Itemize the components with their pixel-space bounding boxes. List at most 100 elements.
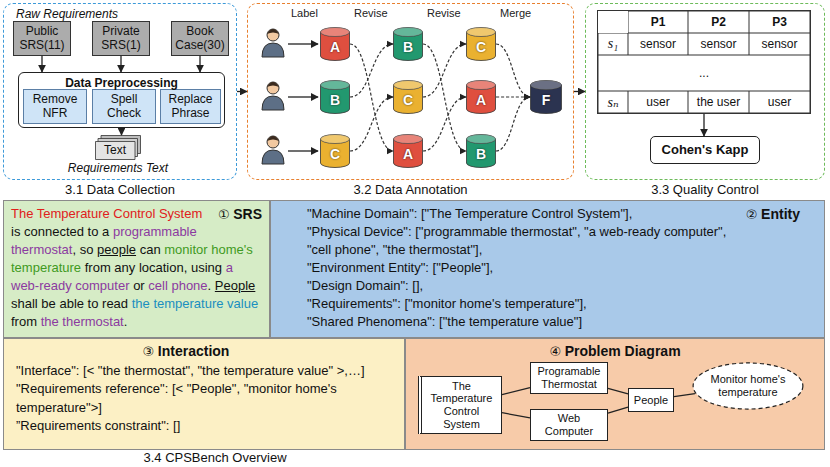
annotator-icon (262, 82, 284, 110)
annotator-hair (267, 136, 279, 141)
node-text: from any location, using (85, 260, 222, 275)
cylinder-highlight (467, 81, 496, 90)
panel-heading: ② Entity (746, 205, 800, 224)
node-text: or (133, 278, 145, 293)
node-text: . (208, 278, 212, 293)
connector (199, 56, 200, 72)
machine-domain-box: The Temperature Control System (418, 376, 502, 434)
node-text: Interaction (158, 343, 230, 359)
node-text: SRS (233, 206, 262, 222)
node-text: People (632, 394, 670, 407)
annotator-body (262, 43, 284, 57)
cylinder-highlight (394, 135, 423, 144)
source-box: Book Case(30) (171, 21, 229, 56)
connector (423, 44, 466, 97)
node-text: C (320, 147, 350, 162)
panel-heading: ④ Problem Diagram (414, 342, 816, 362)
panel-heading: ① SRS (218, 205, 262, 224)
cylinder-top (321, 81, 350, 90)
node-text: A (466, 93, 496, 108)
node-text: Monitor home's temperature (706, 373, 790, 398)
node-text: ③ (143, 344, 155, 359)
step-label: Revise (354, 7, 388, 19)
node-text: "Requirements": ["monitor home's tempera… (307, 295, 814, 313)
annotator-icon (262, 136, 284, 164)
document-page (96, 142, 136, 160)
node-text: The Temperature Control System (11, 206, 202, 221)
connector (350, 97, 393, 151)
step-label: Revise (427, 7, 461, 19)
connector (237, 91, 247, 92)
source-box: Private SRS(1) (92, 21, 150, 56)
node-text: Requirements Text (55, 162, 181, 176)
connector (350, 44, 393, 97)
node-text: Spell Check (96, 93, 152, 121)
annotator-icon (262, 29, 284, 57)
node-text: B (393, 40, 423, 55)
step-box: Remove NFR (23, 89, 87, 124)
connector (121, 128, 122, 135)
dataset-cylinder: B (466, 134, 496, 168)
node-text: ”Requirements constraint": [] (16, 417, 396, 436)
node-text: Programable Thermostat (534, 365, 604, 390)
connector (496, 96, 530, 97)
connector (496, 97, 530, 151)
node-text: "Interface": [< "the thermostat", "the t… (16, 362, 396, 381)
node-text: "Environment Entity": ["People"], (307, 259, 814, 277)
node-text: . (124, 314, 128, 329)
connector (350, 44, 393, 151)
dataset-cylinder: B (393, 27, 423, 61)
node-text: shall be able to read (11, 296, 128, 311)
node-text: "Shared Phenomena": ["the temperature va… (307, 313, 814, 331)
annotator-head (267, 136, 279, 148)
node-text: P1 (628, 11, 688, 33)
node-text: ... (598, 55, 810, 91)
cylinder-highlight (394, 28, 423, 37)
node-text: Remove NFR (27, 93, 83, 121)
node-text: user (749, 91, 810, 113)
annotator-body (262, 150, 284, 164)
label-arrow (288, 43, 318, 44)
connector (41, 56, 42, 72)
node-text: people (97, 242, 136, 257)
domain-box: Web Computer (530, 409, 608, 441)
stage-panel: 3.3 Quality ControlP1P2P3s₁sensorsensors… (585, 3, 825, 180)
node-text: sₙ (598, 91, 628, 113)
dataset-cylinder: A (393, 134, 423, 168)
node-text: A (393, 147, 423, 162)
step-box: Replace Phrase (160, 89, 221, 124)
connector (423, 97, 466, 151)
node-text: Replace Phrase (164, 93, 217, 121)
node-text: "Physical Device": ["programmable thermo… (307, 223, 814, 259)
node-text: ④ (549, 344, 561, 359)
connector (496, 44, 530, 97)
node-text: can (140, 242, 161, 257)
node-text: "Requirements reference": [< "People", "… (16, 380, 396, 417)
cylinder-highlight (321, 28, 350, 37)
source-box: Public SRS(11) (13, 21, 71, 56)
stage-panel: Raw Requirements3.1 Data CollectionPubli… (3, 3, 237, 180)
node-text: B (466, 147, 496, 162)
cylinder-top (394, 28, 423, 37)
process-box: Data PreprocessingRemove NFRSpell CheckR… (18, 72, 225, 128)
node-text: is connected to a (11, 224, 109, 239)
dataset-cylinder: F (530, 80, 562, 114)
node-text: Web Computer (534, 412, 604, 437)
annotator-hair (267, 29, 279, 34)
node-text: sensor (628, 33, 688, 55)
dataset-cylinder: C (320, 134, 350, 168)
connector (120, 56, 121, 72)
node-text: 3.2 Data Annotation (218, 182, 603, 197)
dataset-cylinder: B (320, 80, 350, 114)
cylinder-highlight (394, 81, 423, 90)
node-text: Book Case(30) (175, 25, 225, 53)
cylinder-highlight (467, 135, 496, 144)
node-text: from (11, 314, 37, 329)
cylinder-top (394, 135, 423, 144)
cylinder-top (467, 28, 496, 37)
cylinder-top (394, 81, 423, 90)
domain-box: Programable Thermostat (530, 362, 608, 394)
node-text: ② (746, 207, 758, 222)
node-text: 3.3 Quality Control (556, 182, 830, 197)
